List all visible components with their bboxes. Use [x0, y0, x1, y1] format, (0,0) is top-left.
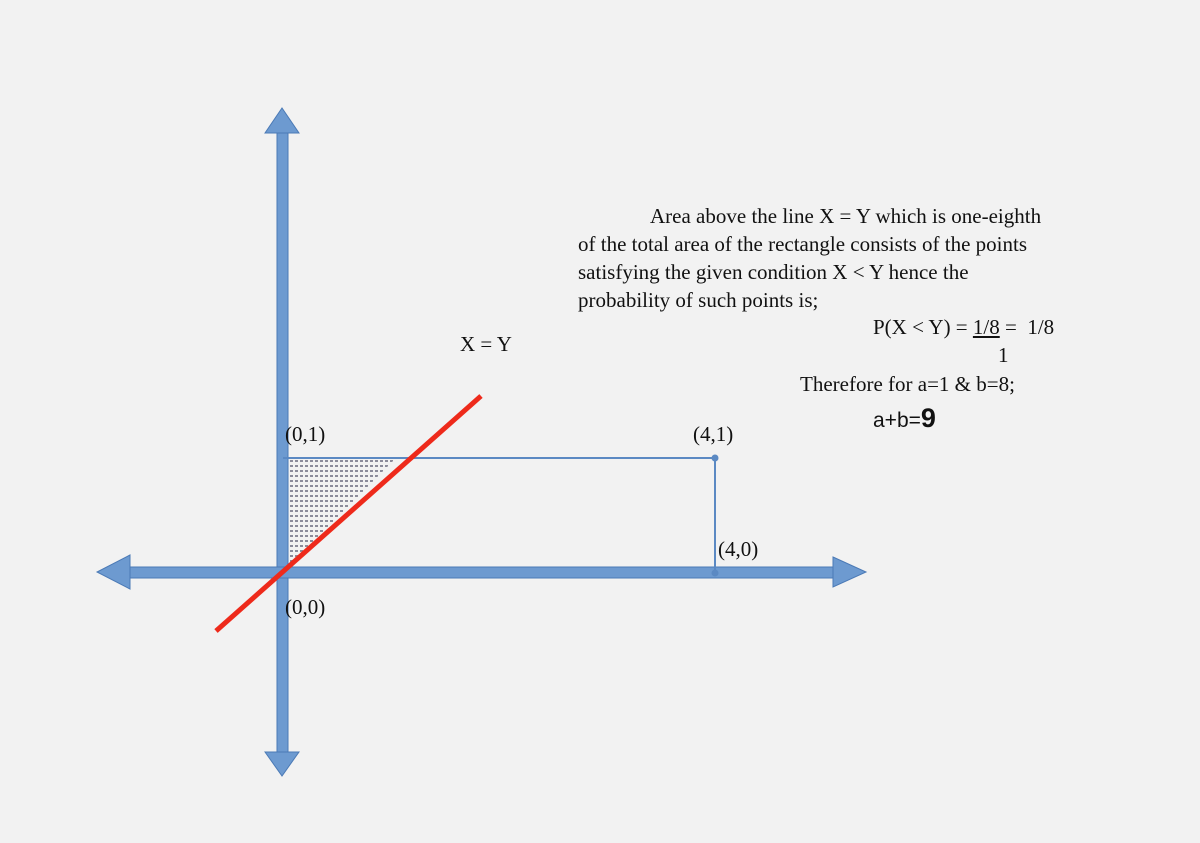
probability-numerator: 1/8 [972, 315, 1000, 339]
diagonal-line [214, 394, 483, 633]
line-equation-label: X = Y [460, 332, 512, 356]
label-0-0: (0,0) [285, 595, 326, 619]
probability-denominator: 1 [998, 343, 1009, 367]
probability-result: = 1/8 [999, 315, 1055, 339]
explanation-line: satisfying the given condition X < Y hen… [578, 260, 969, 284]
therefore-text: Therefore for a=1 & b=8; [800, 372, 1015, 396]
rectangle-outline [283, 454, 719, 577]
answer-text: a+b=9 [873, 405, 936, 432]
probability-lhs: P(X < Y) = [873, 315, 973, 339]
explanation-text: Area above the line X = Y which is one-e… [578, 202, 1118, 314]
label-0-1: (0,1) [285, 422, 326, 446]
explanation-line: of the total area of the rectangle consi… [578, 232, 1028, 256]
explanation-line: Area above the line X = Y which is one-e… [650, 204, 1042, 228]
label-4-1: (4,1) [693, 422, 734, 446]
probability-expression: P(X < Y) = 1/8 = 1/8 [873, 317, 1054, 338]
label-4-0: (4,0) [718, 537, 759, 561]
answer-prefix: a+b= [873, 409, 921, 432]
explanation-line: probability of such points is; [578, 288, 819, 312]
x-axis [95, 554, 868, 590]
answer-value: 9 [920, 403, 936, 433]
y-axis [264, 107, 300, 777]
